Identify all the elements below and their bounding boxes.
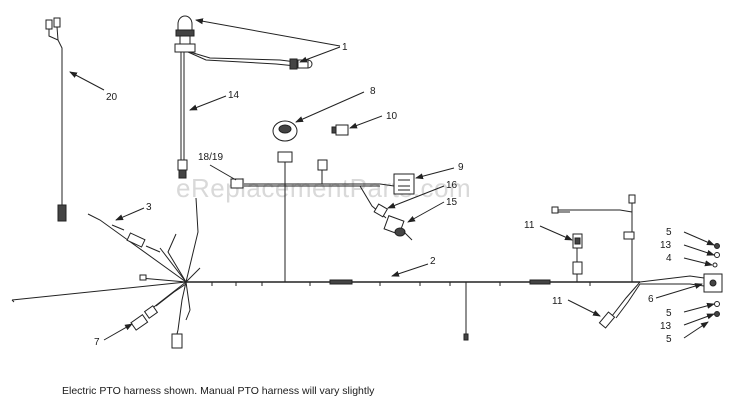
callout-11-lower: 11 xyxy=(552,296,563,307)
callout-1: 1 xyxy=(342,42,348,53)
callout-5-bottom: 5 xyxy=(666,334,672,345)
callout-3: 3 xyxy=(146,202,152,213)
callout-6: 6 xyxy=(648,294,654,305)
callout-10: 10 xyxy=(386,111,398,122)
part-18-19-connector xyxy=(230,178,244,189)
upper-branch-harness xyxy=(244,159,415,241)
callout-13-top: 13 xyxy=(660,240,672,251)
main-harness-trunk xyxy=(186,279,640,341)
callout-7: 7 xyxy=(94,337,100,348)
callout-20: 20 xyxy=(106,92,118,103)
callout-16: 16 xyxy=(446,180,458,191)
left-tail-wire xyxy=(11,299,15,303)
part-10-relay xyxy=(331,124,349,136)
part-3-connector xyxy=(111,224,161,253)
callout-18-19: 18/19 xyxy=(198,152,223,163)
part-7-connectors xyxy=(130,283,187,349)
right-branch-harness xyxy=(551,194,723,329)
callout-5-top: 5 xyxy=(666,227,672,238)
callout-5-mid: 5 xyxy=(666,308,672,319)
callout-14: 14 xyxy=(228,90,240,101)
part-8-round-switch xyxy=(272,120,298,282)
hardware-nuts-washers xyxy=(712,243,720,317)
watermark: eReplacementParts.com xyxy=(176,173,471,203)
callout-13-bottom: 13 xyxy=(660,321,672,332)
callout-8: 8 xyxy=(370,86,376,97)
callout-11-upper: 11 xyxy=(524,220,535,231)
callout-15: 15 xyxy=(446,197,458,208)
part-1-14-harness xyxy=(174,15,313,179)
part-20-harness xyxy=(45,17,67,222)
callout-labels: 1 20 14 8 10 18/19 9 16 15 3 2 11 11 7 5… xyxy=(94,42,672,348)
callout-4: 4 xyxy=(666,253,672,264)
diagram-caption: Electric PTO harness shown. Manual PTO h… xyxy=(62,385,375,397)
harness-fan-out-left xyxy=(11,197,201,331)
callout-2: 2 xyxy=(430,256,436,267)
callout-9: 9 xyxy=(458,162,464,173)
callout-leaders xyxy=(69,18,715,341)
